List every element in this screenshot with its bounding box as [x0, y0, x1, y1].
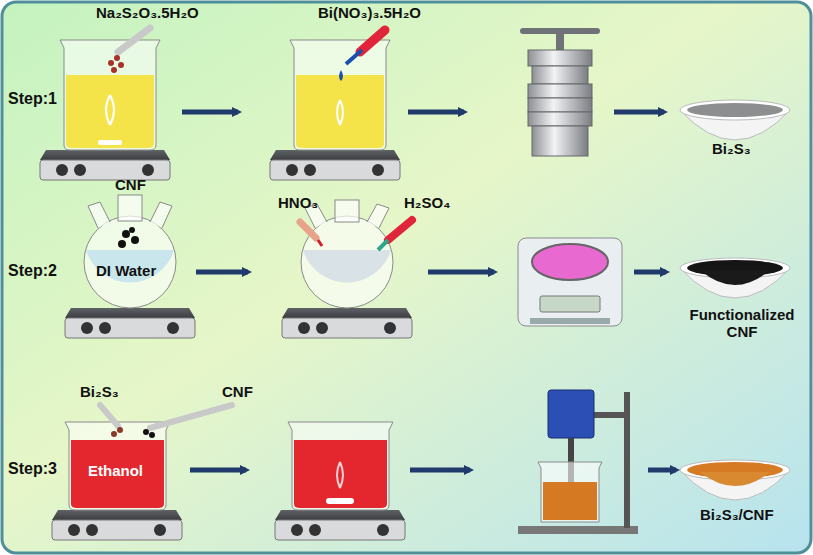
product-label: Bi₂S₃/CNF: [700, 506, 774, 523]
solvent-label: Ethanol: [88, 462, 143, 479]
reagent-label: Bi(NO₃)₃.5H₂O: [318, 4, 421, 21]
step-label: Step:3: [8, 460, 57, 478]
step-label: Step:2: [8, 262, 57, 280]
reagent-label: CNF: [222, 383, 253, 400]
reagent-label: Bi₂S₃: [80, 383, 119, 400]
reagent-label: HNO₃: [278, 194, 318, 211]
reagent-label: CNF: [115, 176, 146, 193]
reagent-label: H₂SO₄: [404, 194, 450, 211]
reagent-label: Na₂S₂O₃.5H₂O: [96, 4, 199, 21]
product-label: Bi₂S₃: [712, 140, 751, 157]
solvent-label: DI Water: [96, 262, 156, 279]
step-label: Step:1: [8, 90, 57, 108]
product-label: Functionalized CNF: [678, 306, 806, 341]
